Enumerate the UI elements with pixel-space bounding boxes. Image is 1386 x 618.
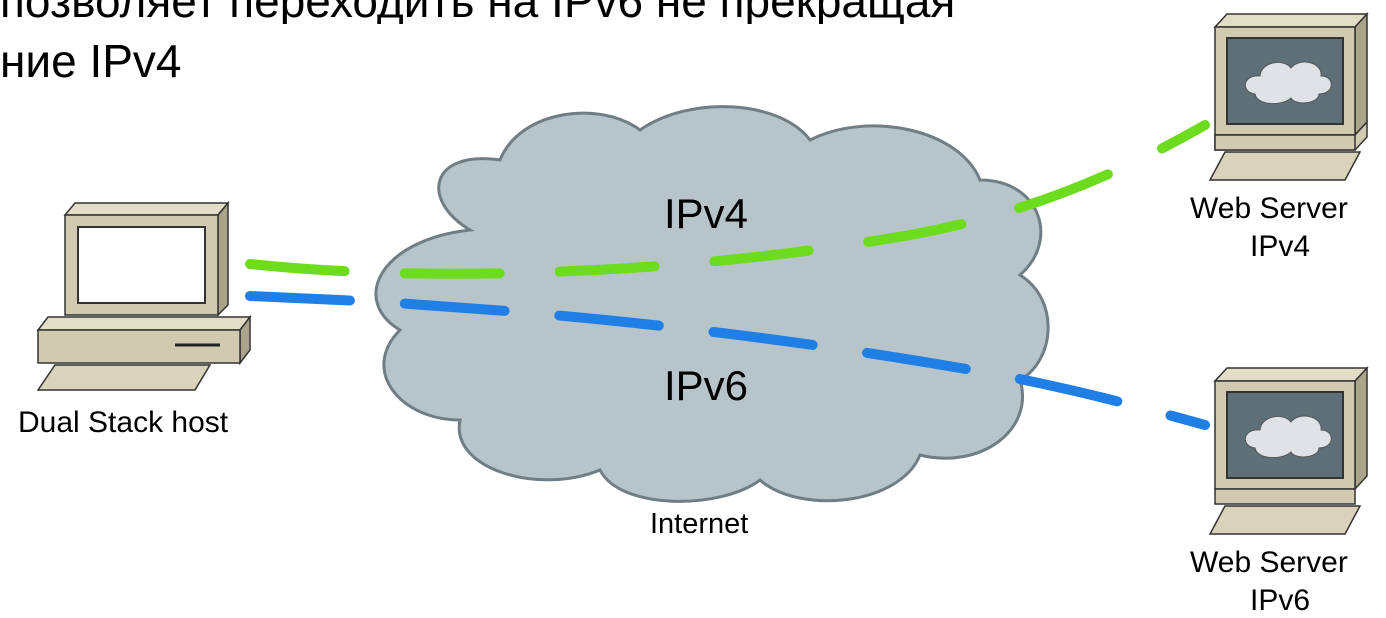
host-computer-icon	[36, 200, 252, 391]
cloud-ipv4-label: IPv4	[664, 190, 749, 237]
server-ipv4-label-line-1: Web Server	[1190, 192, 1348, 225]
cloud-ipv6-label: IPv6	[664, 362, 749, 409]
host-label: Dual Stack host	[18, 406, 229, 439]
slide-title-line-1: позволяет переходить на IPv6 не прекраща…	[0, 0, 1386, 24]
ipv6-link	[245, 291, 1210, 430]
server-ipv4-label-line-2: IPv4	[1250, 230, 1311, 263]
server-ipv6-icon	[1208, 366, 1369, 535]
ipv4-link	[245, 120, 1210, 279]
server-ipv6-label-line-1: Web Server	[1190, 546, 1348, 579]
server-ipv6-label-line-2: IPv6	[1250, 584, 1311, 617]
slide-title-line-2: ние IPv4	[0, 35, 182, 87]
server-ipv4-icon	[1208, 12, 1369, 181]
cloud-name-label: Internet	[650, 508, 749, 540]
